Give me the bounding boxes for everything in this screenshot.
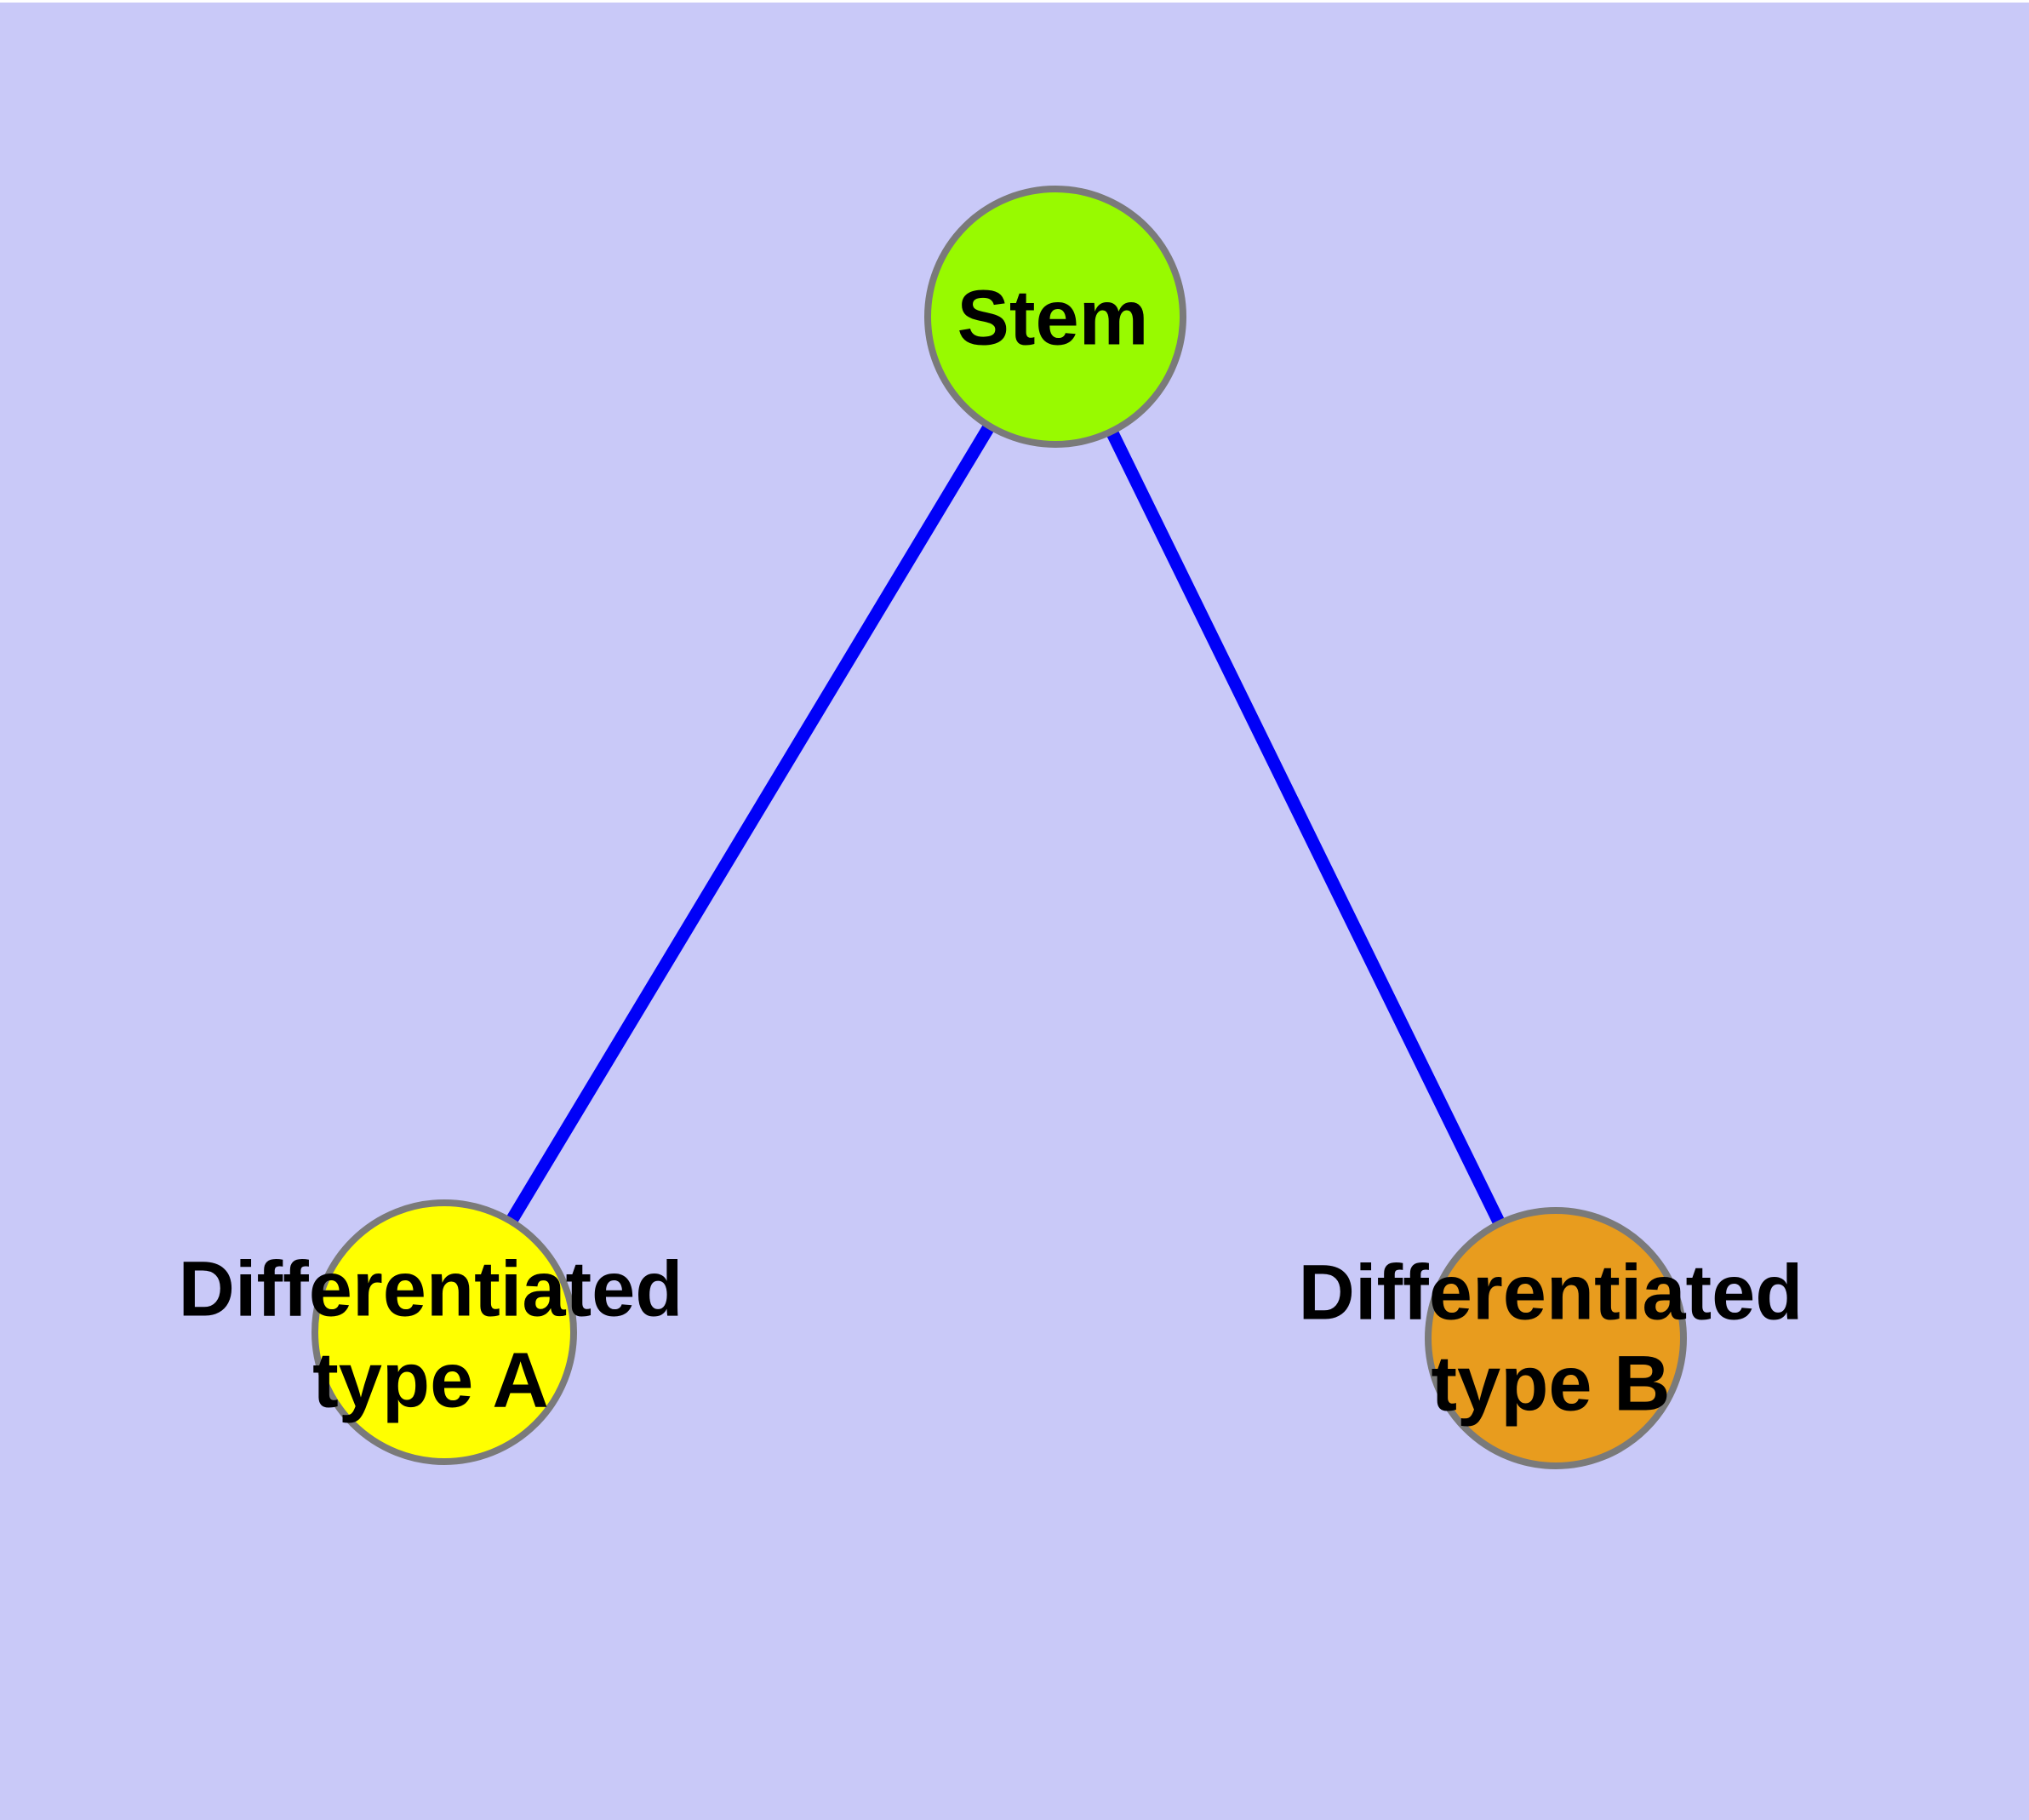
top-border [0, 0, 2029, 3]
edge-stem-to-type-a [438, 313, 1061, 1336]
node-stem-label-line: Stem [957, 274, 1149, 362]
node-type-b-label: Differentiated type B [1299, 1247, 1803, 1428]
node-type-a-label: Differentiated type A [179, 1244, 683, 1425]
node-type-b-label-line1: Differentiated [1298, 1249, 1803, 1336]
node-type-b-circle[interactable] [1425, 1207, 1687, 1469]
node-stem-circle[interactable] [924, 186, 1186, 448]
node-type-a-label-line1: Differentiated [178, 1245, 683, 1333]
node-stem-label: Stem [957, 273, 1149, 364]
node-type-b-label-line2: type B [1431, 1340, 1671, 1427]
node-type-a-circle[interactable] [311, 1199, 577, 1465]
edge-stem-to-type-b [1049, 313, 1562, 1342]
node-type-a-label-line2: type A [312, 1336, 549, 1423]
